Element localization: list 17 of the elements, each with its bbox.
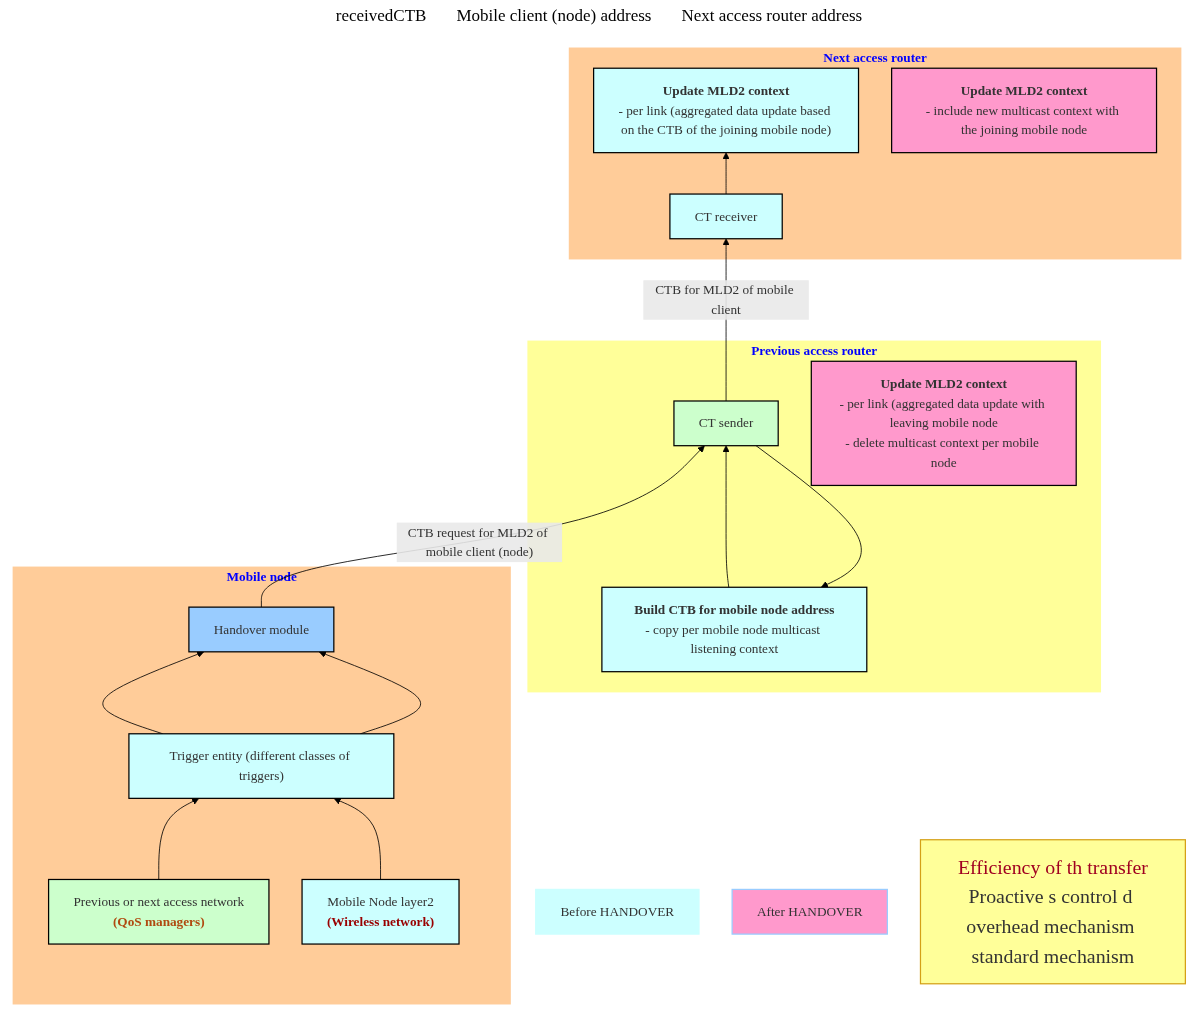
edge-label: CTB for MLD2 of mobile client bbox=[655, 282, 794, 317]
node-box: Before HANDOVER bbox=[535, 888, 700, 935]
node-box: Update MLD2 context - include new multicast context with the joining mobile node bbox=[891, 67, 1158, 154]
note-text: Mobile client (node) address bbox=[456, 6, 652, 26]
node-box: Handover module bbox=[188, 606, 335, 653]
node-box: CT sender bbox=[673, 400, 779, 447]
node-box: CT receiver bbox=[669, 193, 783, 240]
node-box: Previous or next access network (QoS managers) bbox=[48, 878, 270, 945]
node-box: Trigger entity (different classes of triggers) bbox=[128, 733, 395, 799]
note-text: Next access router address bbox=[681, 6, 863, 26]
node-box: Update MLD2 context - per link (aggregated data update based on the CTB of the joining mobile node) bbox=[593, 67, 860, 154]
note-text: receivedCTB bbox=[335, 6, 427, 26]
node-box: Build CTB for mobile node address - copy per mobile node multicast listening context bbox=[601, 586, 868, 673]
node-box: Mobile Node layer2 (Wireless network) bbox=[301, 878, 460, 945]
node-box: After HANDOVER bbox=[731, 888, 888, 935]
node-box: Update MLD2 context - per link (aggregated data update with leaving mobile node - delete multicast context per mobile node bbox=[810, 360, 1077, 487]
node-box: Efficiency of th transfer Proactive s control d overhead mechanism standard mechanism bbox=[919, 839, 1186, 985]
